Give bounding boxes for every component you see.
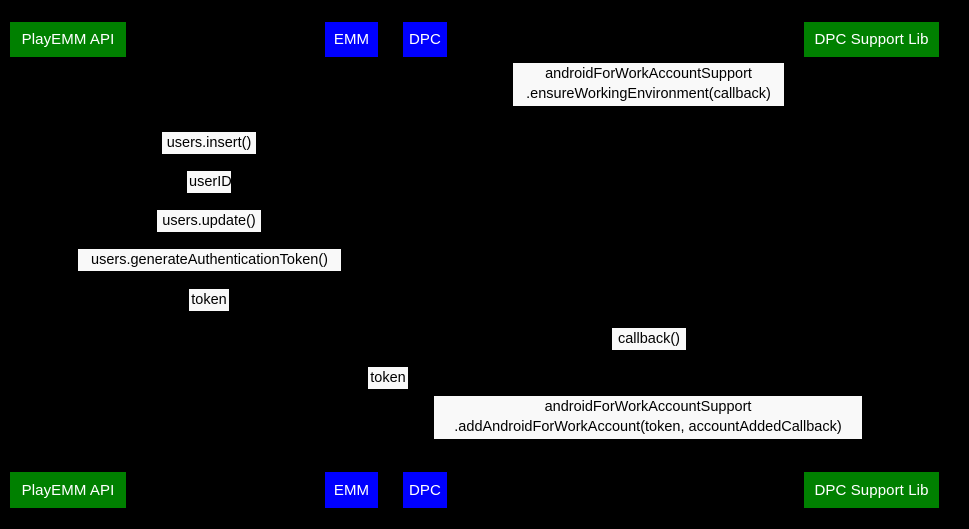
participant-footer-dpc[interactable]: DPC	[403, 472, 447, 508]
message-label-line1: callback()	[617, 331, 681, 347]
message-arrowhead-token-to-emm	[343, 281, 351, 290]
message-label-line2: .ensureWorkingEnvironment(callback)	[526, 85, 771, 102]
message-arrowhead-ensure-working-environment	[863, 56, 871, 65]
message-label-add-android-for-work-account: androidForWorkAccountSupport .addAndroidF…	[434, 396, 862, 439]
participant-header-playemm-api[interactable]: PlayEMM API	[10, 22, 126, 57]
message-arrow-ensure-working-environment	[425, 60, 871, 61]
message-label-token-to-dpc: token	[368, 367, 408, 389]
message-label-line1: token	[370, 370, 406, 386]
message-label-ensure-working-environment: androidForWorkAccountSupport .ensureWorki…	[513, 63, 784, 106]
message-label-token-to-emm: token	[189, 289, 229, 311]
participant-label: DPC	[409, 31, 441, 48]
message-label-line1: token	[191, 292, 227, 308]
message-label-line1: userID	[189, 174, 232, 190]
message-arrowhead-users-update	[68, 202, 76, 211]
participant-label: EMM	[333, 31, 370, 48]
message-arrowhead-generate-authentication-token	[68, 241, 76, 250]
lifeline-dpc-support-lib	[870, 57, 872, 472]
message-label-generate-authentication-token: users.generateAuthenticationToken()	[78, 249, 341, 271]
message-arrow-token-to-emm	[68, 285, 351, 286]
participant-footer-emm[interactable]: EMM	[325, 472, 378, 508]
participant-label: DPC	[409, 481, 441, 499]
lifeline-emm	[350, 57, 352, 472]
message-arrowhead-token-to-dpc	[417, 359, 425, 368]
participant-header-dpc-support-lib[interactable]: DPC Support Lib	[804, 22, 939, 57]
message-arrowhead-user-id	[343, 163, 351, 172]
message-arrowhead-users-insert	[68, 124, 76, 133]
participant-header-emm[interactable]: EMM	[325, 22, 378, 57]
message-arrow-generate-authentication-token	[68, 245, 351, 246]
participant-label: DPC Support Lib	[814, 481, 929, 499]
message-label-callback: callback()	[612, 328, 686, 350]
message-label-line2: .addAndroidForWorkAccount(token, account…	[454, 418, 842, 435]
lifeline-dpc	[424, 57, 426, 472]
lifeline-playemm-api	[67, 57, 69, 472]
message-arrow-users-insert	[68, 128, 351, 129]
participant-label: PlayEMM API	[21, 31, 115, 48]
message-label-user-id: userID	[187, 171, 232, 193]
message-arrowhead-add-android-for-work-account	[863, 389, 871, 398]
participant-label: EMM	[333, 481, 370, 499]
participant-footer-playemm-api[interactable]: PlayEMM API	[10, 472, 126, 508]
message-arrow-user-id	[68, 167, 351, 168]
participant-label: DPC Support Lib	[814, 31, 929, 48]
message-arrow-callback	[425, 324, 871, 325]
message-label-line1: users.generateAuthenticationToken()	[91, 252, 328, 268]
message-label-line1: androidForWorkAccountSupport	[544, 399, 752, 415]
participant-label: PlayEMM API	[21, 481, 115, 499]
participant-footer-dpc-support-lib[interactable]: DPC Support Lib	[804, 472, 939, 508]
message-arrow-add-android-for-work-account	[425, 393, 871, 394]
message-label-users-insert: users.insert()	[162, 132, 256, 154]
message-arrow-users-update	[68, 206, 351, 207]
participant-header-dpc[interactable]: DPC	[403, 22, 447, 57]
message-label-line1: androidForWorkAccountSupport	[545, 66, 752, 82]
message-arrowhead-callback	[425, 320, 433, 329]
message-arrow-token-to-dpc	[351, 363, 425, 364]
message-label-line1: users.insert()	[166, 135, 252, 151]
message-label-line1: users.update()	[162, 213, 256, 229]
message-label-users-update: users.update()	[157, 210, 261, 232]
